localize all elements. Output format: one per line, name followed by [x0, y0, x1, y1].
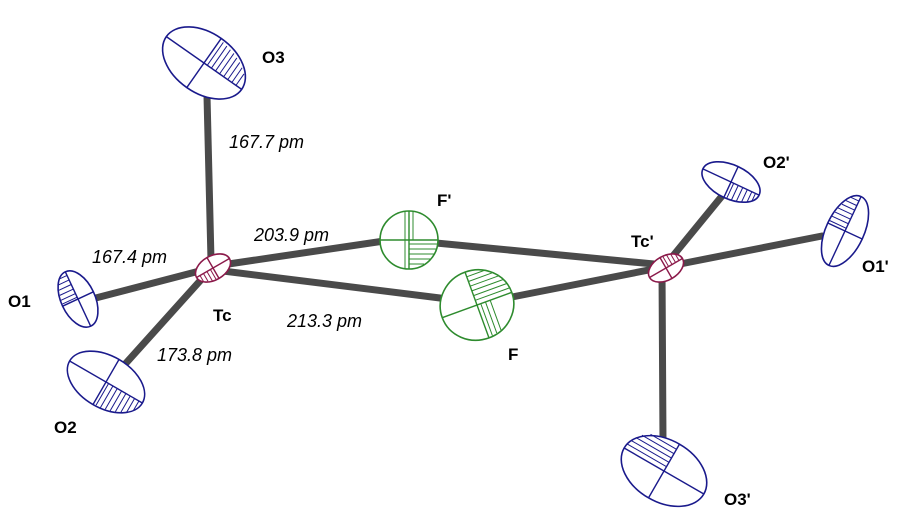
label-tc-prime: Tc' — [631, 232, 654, 251]
distance-tc-o3: 167.7 pm — [229, 132, 304, 152]
label-o3-prime: O3' — [724, 490, 751, 509]
bond-f-tc-prime — [508, 263, 668, 301]
distance-tc-o1: 167.4 pm — [92, 247, 167, 267]
atom-o1-prime-ellipsoid — [820, 194, 870, 268]
label-o3: O3 — [262, 48, 285, 67]
bond-tc-f — [211, 266, 444, 302]
label-o2-prime: O2' — [763, 153, 790, 172]
atom-o2-ellipsoid — [66, 350, 146, 414]
label-o1-prime: O1' — [862, 257, 889, 276]
bonds — [84, 92, 826, 446]
bond-tc-o3 — [203, 92, 215, 264]
label-f: F — [508, 345, 518, 364]
label-f-prime: F' — [437, 191, 451, 210]
label-o2: O2 — [54, 418, 77, 437]
label-o1: O1 — [8, 292, 31, 311]
distance-tc-f-prime: 203.9 pm — [253, 225, 329, 245]
bond-f-prime-tc-prime — [432, 239, 668, 269]
atom-tc-prime-ellipsoid — [647, 253, 685, 283]
atom-o2-prime-ellipsoid — [701, 160, 761, 204]
bond-tc-o1 — [84, 264, 215, 304]
bond-tc-f-prime — [211, 237, 388, 270]
distance-tc-f: 213.3 pm — [286, 311, 362, 331]
atom-o1-ellipsoid — [57, 270, 99, 328]
atom-f-ellipsoid — [439, 268, 515, 342]
atom-o3-prime-ellipsoid — [620, 433, 708, 508]
atom-o3-ellipsoid — [161, 26, 247, 100]
bond-tc-prime-o1-prime — [666, 232, 826, 270]
distance-tc-o2: 173.8 pm — [157, 345, 232, 365]
label-tc: Tc — [213, 306, 232, 325]
atom-tc-ellipsoid — [194, 253, 232, 283]
atom-f-prime-ellipsoid — [379, 210, 439, 270]
bond-tc-o2 — [114, 268, 212, 376]
bond-tc-prime-o3-prime — [658, 266, 667, 446]
bond-tc-prime-o2-prime — [664, 192, 726, 266]
